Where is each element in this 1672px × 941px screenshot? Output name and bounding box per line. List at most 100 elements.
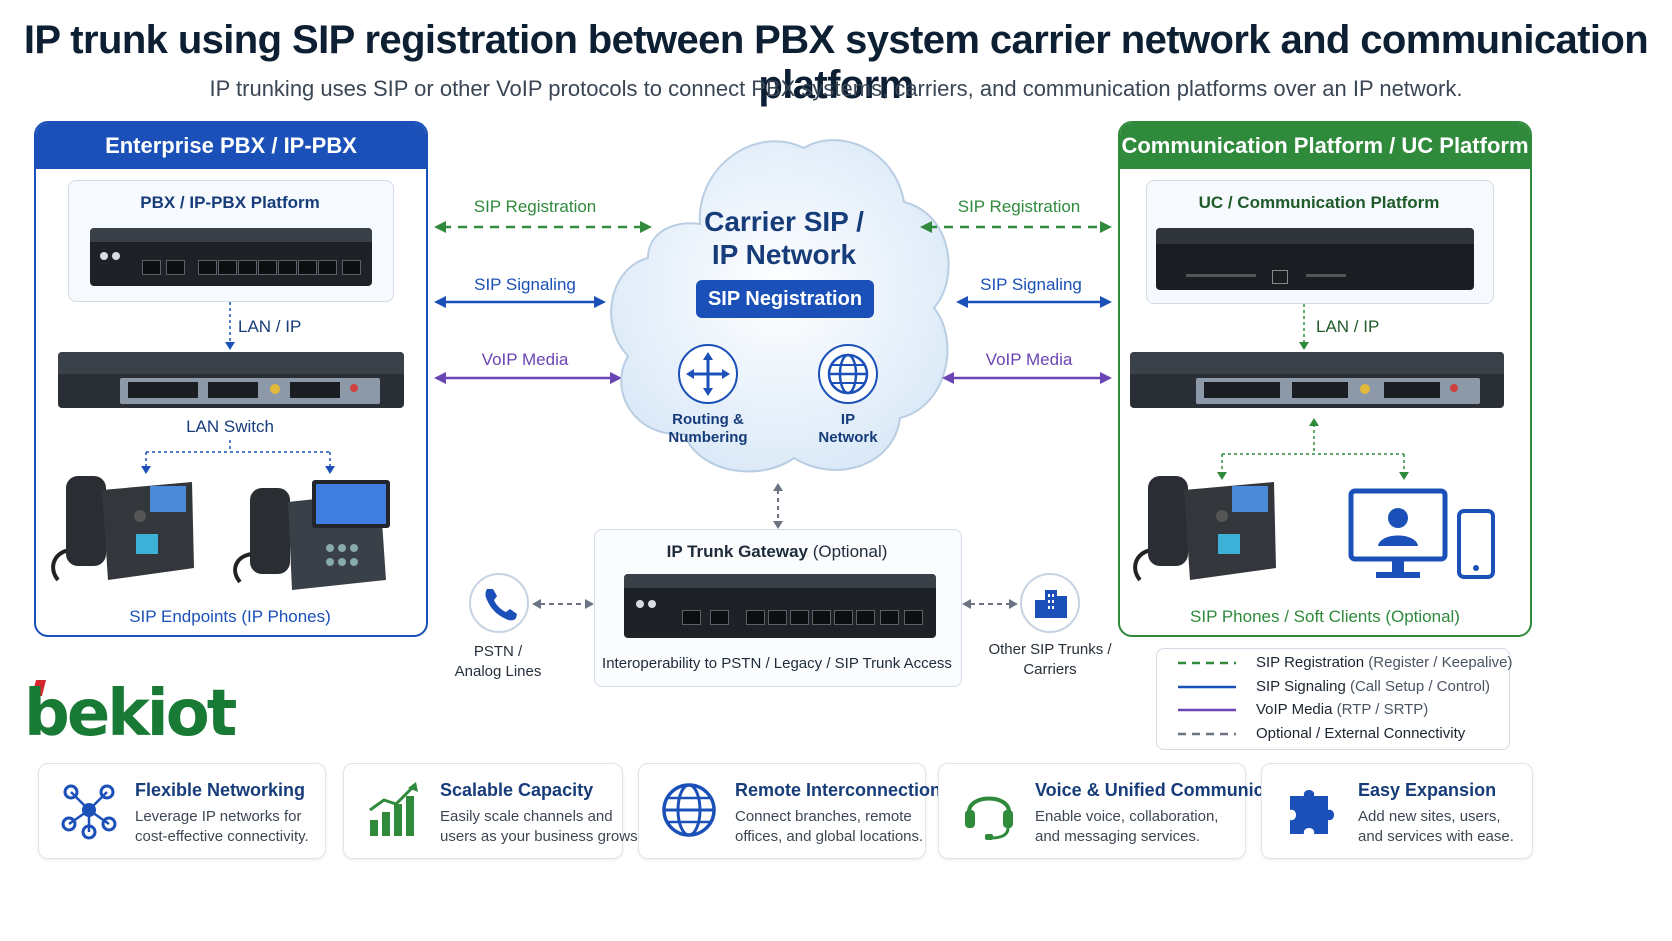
legend-name: SIP Registration (1256, 654, 1365, 671)
legend-name: SIP Signaling (1256, 677, 1346, 695)
feature-title: Scalable Capacity (440, 780, 594, 800)
feature-description-line1: Add new sites, users, (1358, 808, 1501, 825)
gateway-caption: Interoperability to PSTN / Legacy / SIP … (602, 655, 952, 672)
legend-line-swatch (1178, 661, 1236, 665)
legend-text: SIP Registration (Register / Keepalive) (1256, 652, 1513, 674)
communication-platform-panel-title: Communication Platform / UC Platform (1120, 123, 1530, 169)
page-subtitle: IP trunking uses SIP or other VoIP proto… (209, 76, 1463, 101)
cloud-title-line1: Carrier SIP / (704, 206, 864, 237)
growth-chart-icon (364, 780, 424, 840)
gateway-device (624, 574, 936, 638)
feature-description-line2: cost-effective connectivity. (135, 828, 309, 845)
legend-detail: (Register / Keepalive) (1364, 654, 1513, 671)
feature-description-line2: offices, and global locations. (735, 828, 924, 845)
feature-title: Easy Expansion (1358, 780, 1497, 800)
legend-line-swatch (1178, 708, 1236, 712)
right-registration-arrow (920, 221, 1112, 233)
feature-title: Voice & Unified Communication (1035, 780, 1307, 800)
uc-to-switch-link (1299, 304, 1309, 350)
pbx-to-switch-link (225, 302, 235, 350)
other-trunks-label-line1: Other SIP Trunks / (988, 641, 1112, 658)
left-signaling-label: SIP Signaling (474, 275, 576, 294)
left-media-arrow (434, 372, 622, 384)
bekiot-logo: bekiot (24, 680, 244, 750)
legend-row: VoIP Media (RTP / SRTP) (1176, 699, 1506, 721)
routing-label-line1: Routing & (672, 411, 744, 428)
sip-negistration-badge: SIP Negistration (696, 280, 874, 318)
feature-title: Remote Interconnection (735, 780, 942, 800)
right-media-arrow (942, 372, 1112, 384)
feature-description-line1: Enable voice, collaboration, (1035, 808, 1219, 825)
ip-network-label-line1: IP (840, 411, 856, 428)
headset-icon (959, 780, 1019, 840)
right-signaling-arrow (956, 296, 1112, 308)
legend-row: Optional / External Connectivity (1176, 723, 1506, 745)
legend-row: SIP Signaling (Call Setup / Control) (1176, 676, 1506, 698)
feature-description-line1: Easily scale channels and (440, 808, 613, 825)
soft-client-monitor-icon (1348, 488, 1448, 578)
pstn-to-gateway-link (532, 599, 594, 609)
carrier-building-icon (1020, 573, 1080, 633)
ip-trunk-gateway-optional: (Optional) (812, 542, 888, 561)
cloud-to-gateway-link (773, 483, 783, 529)
ip-phone-left-1 (51, 476, 194, 582)
feature-description-line2: and messaging services. (1035, 828, 1201, 845)
pbx-platform-label: PBX / IP-PBX Platform (140, 193, 320, 212)
sip-endpoints-label: SIP Endpoints (IP Phones) (129, 607, 331, 626)
legend-box (1156, 648, 1510, 750)
legend-detail: (RTP / SRTP) (1332, 701, 1429, 718)
uc-server-device (1156, 228, 1474, 290)
uc-platform-label: UC / Communication Platform (1198, 193, 1440, 212)
ip-trunk-gateway-title-row: IP Trunk Gateway (Optional) (594, 542, 960, 562)
ip-network-globe-icon (818, 344, 878, 404)
routing-icon (678, 344, 738, 404)
left-registration-arrow (434, 221, 652, 233)
cloud-title-line2: IP Network (711, 239, 857, 270)
legend-name: Optional / External Connectivity (1256, 724, 1466, 742)
left-lan-ip-label: LAN / IP (238, 317, 302, 336)
pstn-label-line1: PSTN / (473, 643, 523, 660)
other-trunks-label-line2: Carriers (1023, 661, 1077, 678)
puzzle-icon (1282, 780, 1342, 840)
lan-switch-device (58, 352, 404, 408)
globe-icon (659, 780, 719, 840)
legend-line-swatch (1178, 685, 1236, 688)
feature-title: Flexible Networking (135, 780, 306, 800)
ip-network-label-line2: Network (818, 429, 878, 446)
legend-text: SIP Signaling (Call Setup / Control) (1256, 676, 1490, 698)
ip-trunk-gateway-title: IP Trunk Gateway (666, 542, 809, 561)
left-media-label: VoIP Media (481, 350, 569, 369)
sip-phone-right (1133, 476, 1276, 582)
right-registration-label: SIP Registration (957, 197, 1081, 216)
ip-phone-left-2 (233, 480, 390, 590)
feature-description-line2: and services with ease. (1358, 828, 1514, 845)
legend-name: VoIP Media (1256, 701, 1333, 718)
switch-to-phones-link (141, 440, 335, 474)
feature-description-line1: Connect branches, remote (735, 808, 912, 825)
feature-description-line1: Leverage IP networks for (135, 808, 302, 825)
lan-switch-label: LAN Switch (186, 417, 274, 436)
other-trunks-to-gateway-link (962, 599, 1018, 609)
page-title: IP trunk using SIP registration between … (23, 18, 1649, 107)
right-lan-ip-label: LAN / IP (1316, 317, 1380, 336)
sip-phones-soft-clients-label: SIP Phones / Soft Clients (Optional) (1190, 607, 1460, 626)
left-registration-label: SIP Registration (473, 197, 597, 216)
left-signaling-arrow (434, 296, 606, 308)
network-nodes-icon (59, 780, 119, 840)
mobile-phone-icon (1457, 509, 1495, 579)
pstn-phone-icon (469, 573, 529, 633)
legend-detail: (Call Setup / Control) (1345, 677, 1491, 695)
legend-text: VoIP Media (RTP / SRTP) (1256, 699, 1428, 721)
bekiot-logo-text: bekiot (24, 677, 237, 751)
right-switch-device (1130, 352, 1504, 408)
legend-text: Optional / External Connectivity (1256, 723, 1465, 745)
right-signaling-label: SIP Signaling (980, 275, 1082, 294)
legend-line-swatch (1178, 732, 1236, 735)
pbx-device (90, 228, 372, 286)
legend-row: SIP Registration (Register / Keepalive) (1176, 652, 1513, 674)
